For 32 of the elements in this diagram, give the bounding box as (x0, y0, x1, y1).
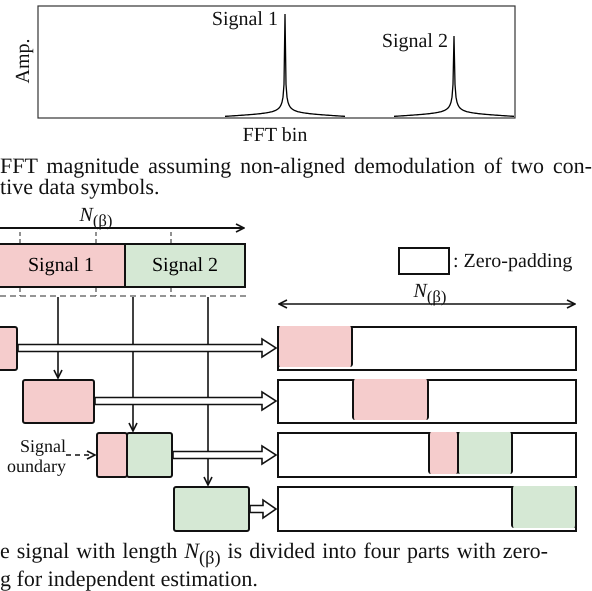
signal-fill (352, 379, 429, 420)
signal-fill (511, 486, 577, 528)
signal-fill (277, 326, 353, 367)
figure-caption: e signal with length N$_{(β)}$ is divided into four parts with zero- g for independent estimation. (0, 540, 548, 590)
axis-label: Amp. (12, 38, 34, 86)
figure-caption: FFT magnitude assuming non-aligned demodulation of two con- tive data symbols. (0, 155, 592, 197)
arrow (53, 297, 63, 379)
padded-bar (277, 486, 577, 532)
part-block (0, 326, 18, 371)
arrow (94, 390, 278, 412)
padded-bar (277, 326, 577, 371)
arrow (66, 450, 96, 460)
part-block (22, 379, 95, 424)
legend-label: : Zero-padding (453, 250, 572, 272)
part-block (96, 432, 128, 478)
padded-bar (277, 432, 577, 478)
arrow (128, 297, 138, 432)
boundary-label: Signal oundary (0, 436, 66, 476)
signal-segment: Signal 1 (0, 243, 126, 288)
peak-label: Signal 1 (210, 8, 278, 30)
arrow (249, 498, 278, 520)
part-block (173, 486, 250, 532)
axis-label: FFT bin (242, 124, 308, 146)
arrow (203, 297, 213, 486)
arrow (17, 338, 278, 358)
signal-fill (457, 432, 513, 474)
signal-fill (428, 432, 459, 474)
arrow (172, 444, 278, 466)
signal-segment: Signal 2 (124, 243, 246, 288)
peak-label: Signal 2 (380, 30, 448, 52)
part-block (126, 432, 173, 478)
padded-bar (277, 379, 577, 424)
